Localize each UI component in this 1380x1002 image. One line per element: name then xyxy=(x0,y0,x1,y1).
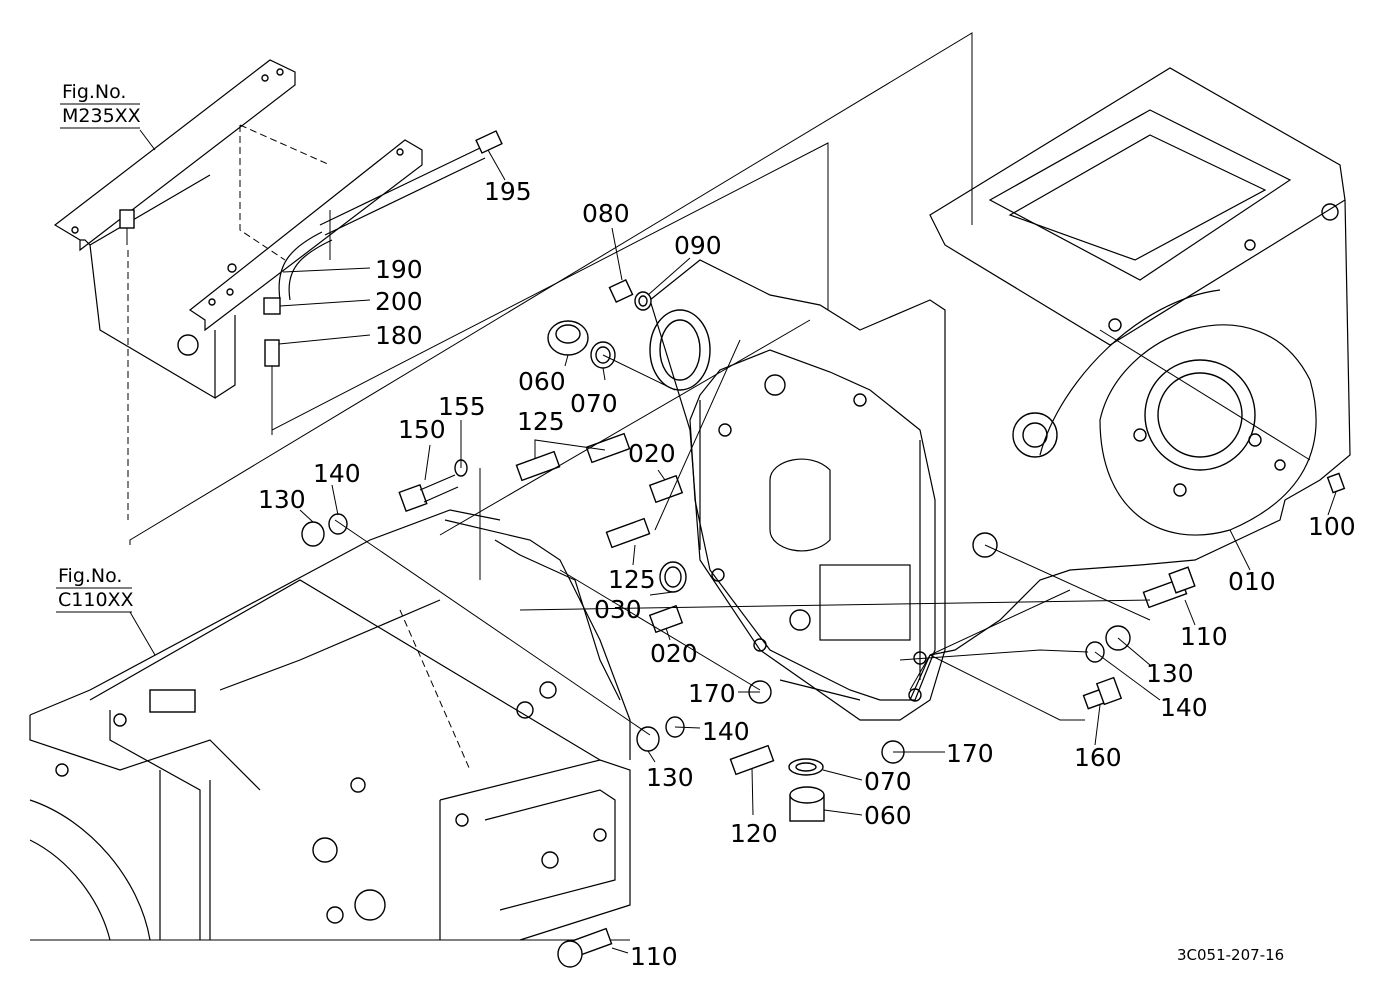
fig-ref-m235-line2: M235XX xyxy=(62,105,141,127)
label-060-lower: 060 xyxy=(864,801,912,830)
figure-reference-m235: Fig.No. M235XX xyxy=(60,81,141,129)
label-140-left: 140 xyxy=(313,459,361,488)
label-010: 010 xyxy=(1228,567,1276,596)
label-170-lower: 170 xyxy=(946,739,994,768)
label-170-upper: 170 xyxy=(688,679,736,708)
label-070-lower: 070 xyxy=(864,767,912,796)
label-155: 155 xyxy=(438,392,486,421)
label-130-center: 130 xyxy=(646,763,694,792)
label-125-upper: 125 xyxy=(517,407,565,436)
label-190: 190 xyxy=(375,255,423,284)
label-130-left: 130 xyxy=(258,485,306,514)
label-030: 030 xyxy=(594,595,642,624)
label-140-center: 140 xyxy=(702,717,750,746)
label-180: 180 xyxy=(375,321,423,350)
fig-ref-c110-line2: C110XX xyxy=(58,589,134,611)
label-125-lower: 125 xyxy=(608,565,656,594)
label-200: 200 xyxy=(375,287,423,316)
transmission-housing xyxy=(909,67,1351,701)
label-120: 120 xyxy=(730,819,778,848)
label-060-upper: 060 xyxy=(518,367,566,396)
figure-reference-c110: Fig.No. C110XX xyxy=(56,565,134,613)
label-110-right: 110 xyxy=(1180,622,1228,651)
label-150: 150 xyxy=(398,415,446,444)
label-020-lower: 020 xyxy=(650,639,698,668)
rod-hose-assembly xyxy=(263,130,503,435)
drawing-code: 3C051-207-16 xyxy=(1177,946,1284,964)
housing-c110-outline xyxy=(29,509,631,941)
front-housing xyxy=(649,259,946,721)
leader-lines xyxy=(129,129,1337,954)
part-labels: 195 190 200 180 080 090 060 070 150 155 … xyxy=(258,177,1356,971)
label-090: 090 xyxy=(674,231,722,260)
fig-ref-m235-line1: Fig.No. xyxy=(62,81,126,103)
label-130-right: 130 xyxy=(1146,659,1194,688)
fig-ref-c110-line1: Fig.No. xyxy=(58,565,122,587)
label-160: 160 xyxy=(1074,743,1122,772)
label-070-upper: 070 xyxy=(570,389,618,418)
label-195: 195 xyxy=(484,177,532,206)
bracket-m235-outline xyxy=(53,59,423,520)
label-080: 080 xyxy=(582,199,630,228)
label-140-right: 140 xyxy=(1160,693,1208,722)
label-020-upper: 020 xyxy=(628,439,676,468)
label-110-lower: 110 xyxy=(630,942,678,971)
label-100: 100 xyxy=(1308,512,1356,541)
